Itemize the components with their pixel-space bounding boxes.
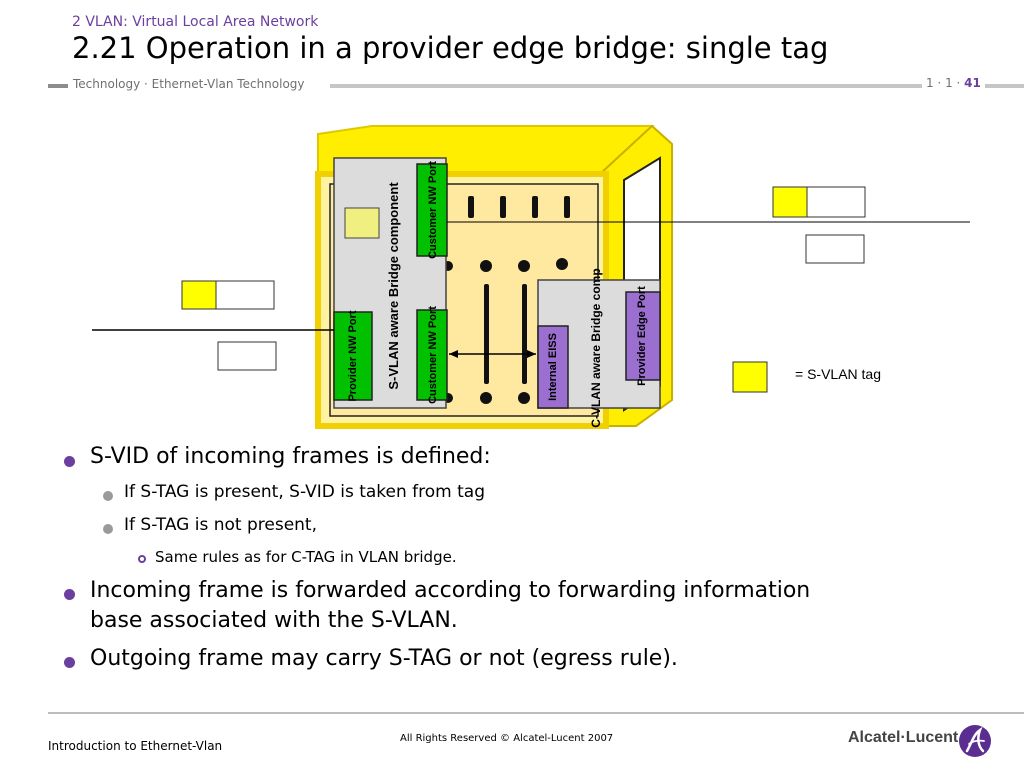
customer-nw-port-bottom-label: Customer NW Port — [427, 306, 439, 404]
customer-nw-port-top-label: Customer NW Port — [427, 161, 439, 259]
bullet-marker — [103, 524, 113, 534]
s-vlan-tag-marker — [344, 207, 380, 239]
provider-edge-bridge-diagram: S-VLAN aware Bridge component Customer N… — [92, 124, 970, 429]
provider-edge-port-label: Provider Edge Port — [636, 286, 648, 386]
page-number: 1 · 1 · 41 — [926, 76, 981, 90]
header-bar-left — [48, 84, 68, 88]
alcatel-lucent-swirl-icon — [959, 725, 991, 757]
bullet-marker — [103, 491, 113, 501]
legend-label: = S-VLAN tag — [795, 366, 881, 382]
section-title: 2 VLAN: Virtual Local Area Network — [72, 14, 319, 30]
internal-link-arrow-left — [449, 350, 458, 358]
customer-nw-port-top — [416, 163, 448, 257]
untagged-frame-right — [805, 234, 865, 264]
incoming-frame-s-tag — [181, 280, 217, 310]
bullet-item: If S-TAG is present, S-VID is taken from… — [124, 482, 486, 502]
customer-nw-port-bottom — [416, 309, 448, 401]
footer-copyright: All Rights Reserved © Alcatel-Lucent 200… — [400, 733, 614, 744]
bullet-item: Same rules as for C-TAG in VLAN bridge. — [155, 548, 457, 566]
outgoing-frame-s-tag — [772, 186, 808, 218]
c-vlan-component-label: C-VLAN aware Bridge comp — [589, 268, 603, 427]
internal-eiss-port — [537, 325, 569, 409]
slide-title: 2.21 Operation in a provider edge bridge… — [72, 31, 829, 65]
provider-nw-port — [333, 311, 373, 401]
provider-edge-port — [625, 291, 661, 381]
footer-course-title: Introduction to Ethernet-Vlan — [48, 739, 223, 753]
internal-eiss-label: Internal EISS — [547, 333, 559, 401]
breadcrumb: Technology · Ethernet-Vlan Technology — [73, 77, 305, 91]
untagged-frame-left — [217, 341, 277, 371]
page-bar — [985, 84, 1024, 88]
bullet-marker — [64, 589, 75, 600]
legend-s-vlan-swatch — [732, 361, 768, 393]
header-bar-right — [330, 84, 922, 88]
footer-rule — [48, 712, 1024, 714]
company-logo-text: Alcatel·Lucent — [848, 729, 959, 746]
outgoing-frame-body — [806, 186, 866, 218]
bullet-item: Outgoing frame may carry S-TAG or not (e… — [90, 646, 678, 671]
s-vlan-component-label: S-VLAN aware Bridge component — [386, 182, 401, 390]
incoming-frame-body — [215, 280, 275, 310]
bullet-item-continuation: base associated with the S-VLAN. — [90, 608, 458, 633]
internal-link-arrow-right — [527, 350, 536, 358]
bullet-item: If S-TAG is not present, — [124, 515, 317, 535]
bullet-marker — [138, 555, 146, 563]
page-number-value: 41 — [964, 76, 981, 90]
provider-nw-port-label: Provider NW Port — [347, 310, 359, 401]
page-prefix: 1 · 1 · — [926, 76, 965, 90]
bullet-item: S-VID of incoming frames is defined: — [90, 444, 491, 469]
bullet-list: S-VID of incoming frames is defined: If … — [0, 440, 1024, 690]
bullet-marker — [64, 657, 75, 668]
bullet-item: Incoming frame is forwarded according to… — [90, 578, 811, 603]
bullet-marker — [64, 456, 75, 467]
